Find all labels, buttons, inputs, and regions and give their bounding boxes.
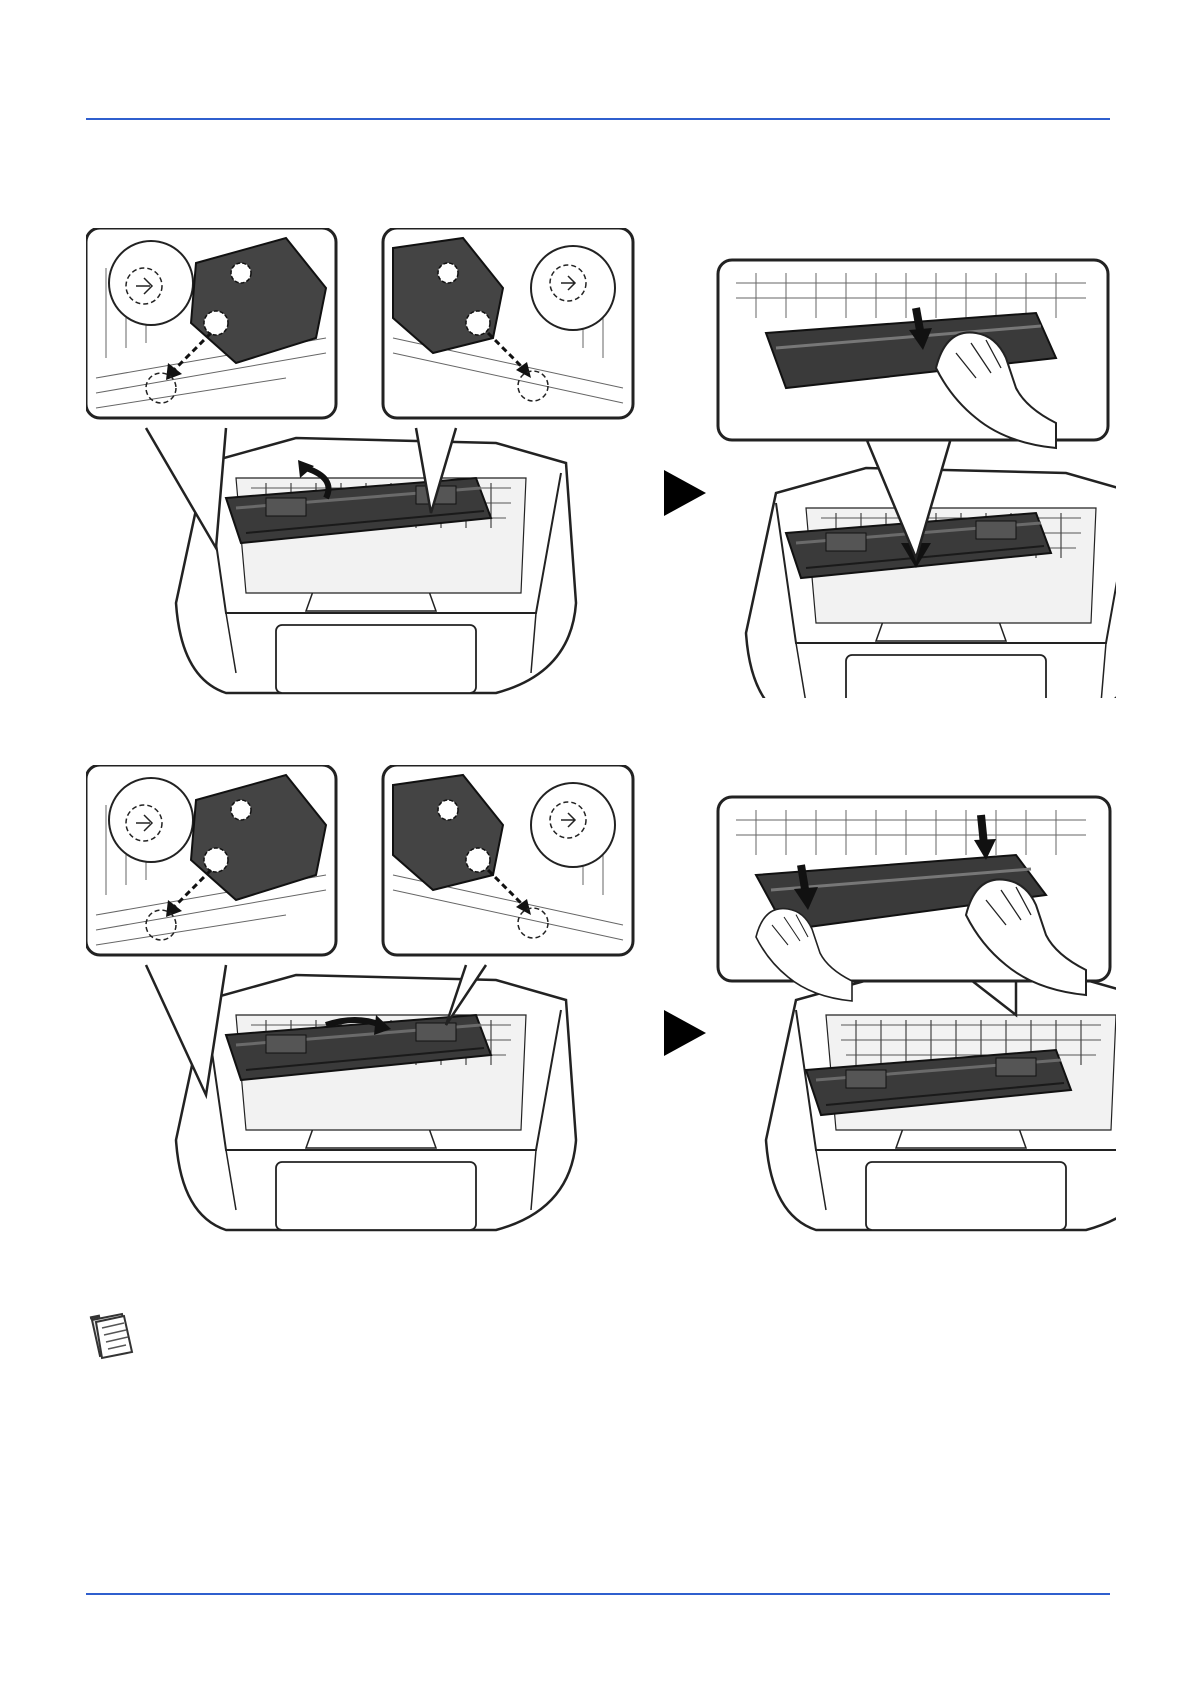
header-rule <box>86 118 1110 120</box>
footer-rule <box>86 1593 1110 1595</box>
next-step-triangle-icon-2 <box>664 1010 706 1061</box>
figure-step-4 <box>716 795 1116 1240</box>
figure-step-3 <box>86 765 666 1235</box>
note-pad-icon <box>86 1310 138 1362</box>
figure-step-1 <box>86 228 666 698</box>
next-step-triangle-icon-1 <box>664 470 706 521</box>
figure-step-2 <box>716 258 1116 698</box>
